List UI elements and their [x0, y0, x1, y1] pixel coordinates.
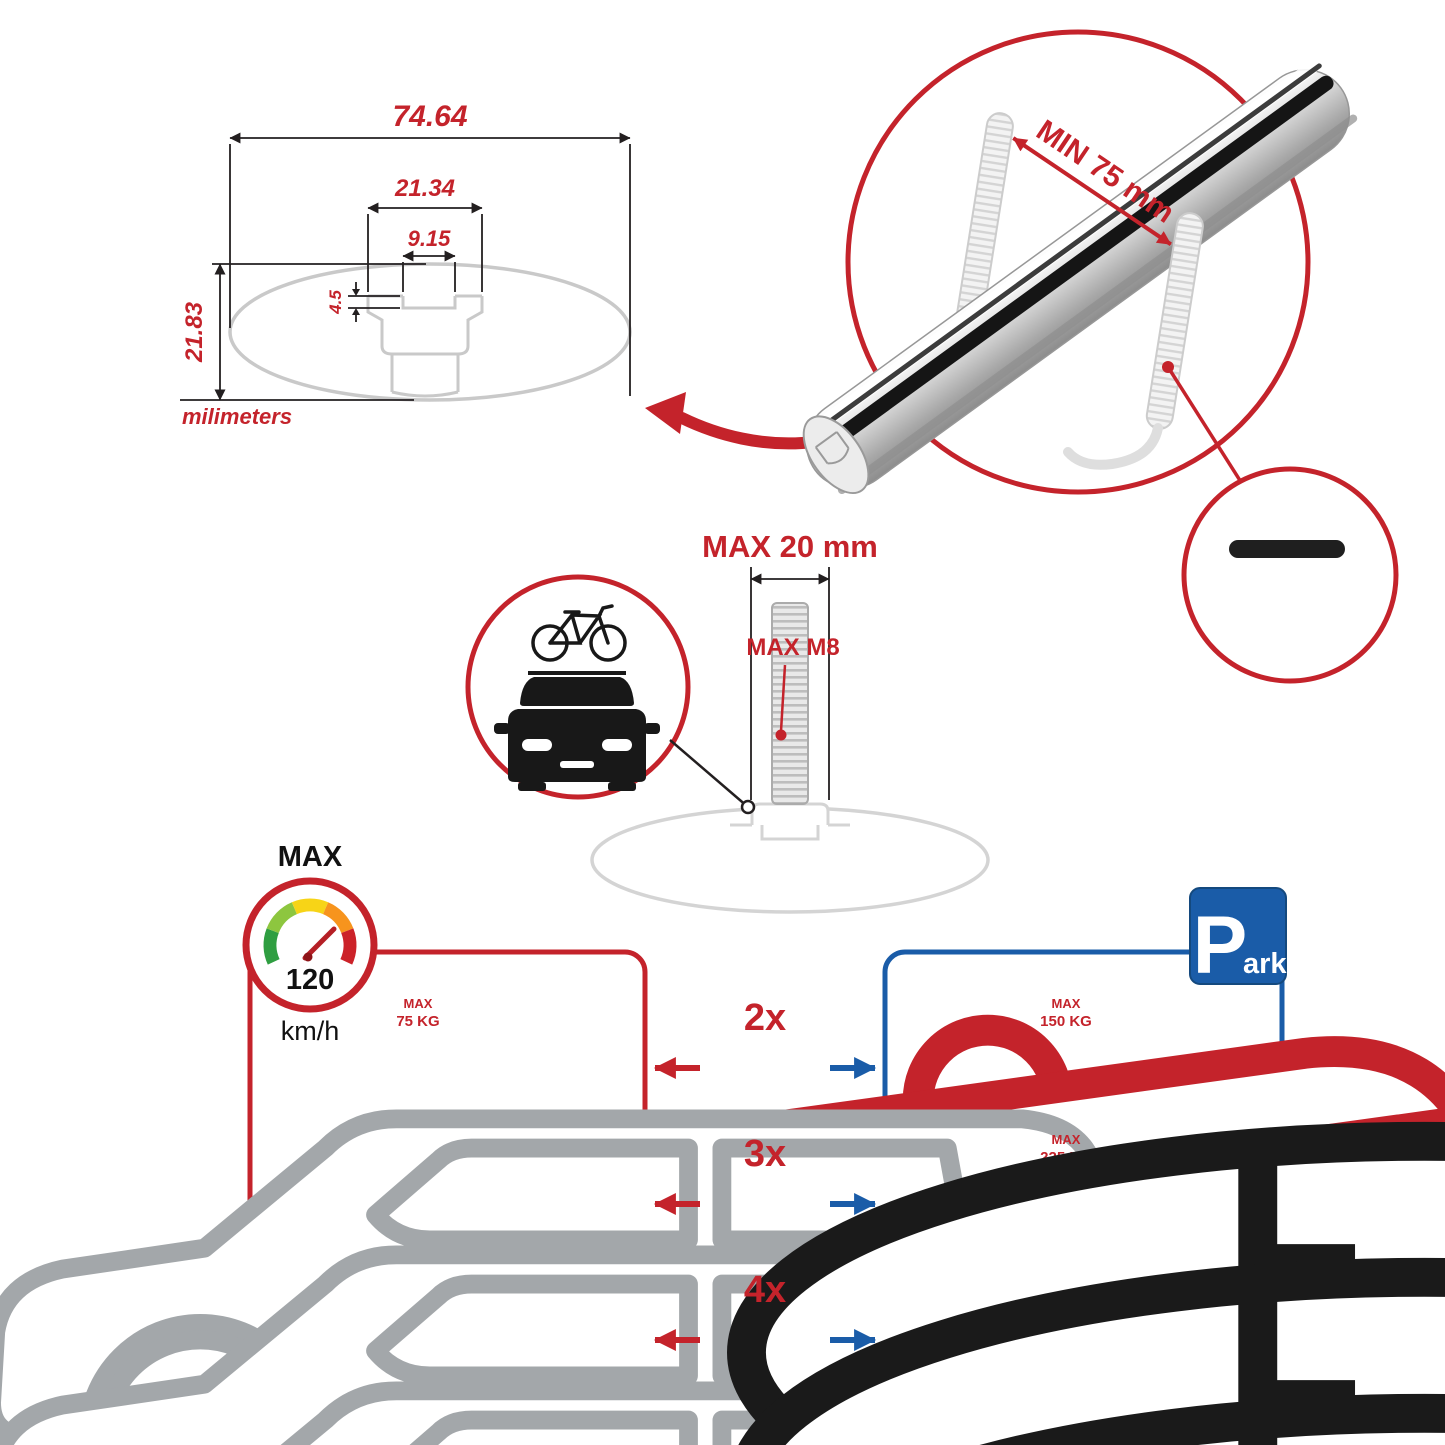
bolt-dimension-lines — [750, 567, 830, 800]
multiplier-label: 3x — [744, 1133, 786, 1175]
magnifier-circle — [845, 29, 1311, 495]
dim-width-label: 74.64 — [392, 100, 467, 133]
dim-slot-label: 9.15 — [408, 226, 452, 251]
max-width-label: MAX 20 mm — [702, 529, 878, 564]
bag-weight-label: 75 KG — [396, 1013, 439, 1030]
crossbar-detail: MIN 75 mm — [802, 29, 1399, 684]
speedometer-icon: 120 — [242, 877, 378, 1013]
car-front-icon — [494, 671, 660, 791]
circle-callout-line — [669, 739, 749, 808]
park-rest: ark — [1243, 948, 1287, 980]
park-initial: P — [1193, 900, 1248, 991]
dim-height-label: 21.83 — [181, 301, 208, 363]
roof-box-icon — [1229, 540, 1345, 558]
bar-outline-ellipse — [228, 262, 632, 402]
thread-dot — [775, 729, 787, 741]
bag-weight-label: 150 KG — [1040, 1013, 1092, 1030]
dim-depth-label: 4.5 — [326, 290, 345, 315]
parking-sign-icon: P ark — [1189, 887, 1287, 991]
callout-end-dot — [740, 799, 756, 815]
dim-channel-label: 21.34 — [394, 175, 455, 202]
tiny-arrow-up — [352, 308, 360, 315]
cross-section-diagram: 74.64 21.34 9.15 4.5 21.83 milimeters — [180, 100, 632, 429]
clamp-bracket-icon — [1063, 423, 1163, 470]
bag-max-label: MAX — [404, 996, 433, 1011]
aluminum-crossbar-icon — [802, 61, 1358, 495]
bolt-icon — [771, 602, 809, 805]
dimension-lines — [180, 132, 631, 401]
vehicle-circle — [1181, 466, 1399, 684]
multiplier-label: 2x — [744, 997, 786, 1039]
thread-leader-line — [779, 664, 787, 732]
tiny-arrow-down — [352, 289, 360, 296]
bike-icon — [531, 604, 627, 662]
max-thread-label: MAX M8 — [746, 634, 839, 661]
speed-value: 120 — [286, 964, 334, 996]
speed-max-label: MAX — [278, 841, 343, 873]
bag-max-label: MAX — [1052, 1132, 1081, 1147]
load-comparison-panels: MAX 120 km/h P ark MAX 75 KG — [0, 841, 1445, 1445]
bag-max-label: MAX — [1052, 996, 1081, 1011]
bolt-detail: MAX 20 mm MAX M8 — [465, 529, 990, 914]
speed-unit-label: km/h — [281, 1016, 340, 1046]
unit-label: milimeters — [182, 404, 292, 429]
multiplier-label: 4x — [744, 1269, 786, 1311]
